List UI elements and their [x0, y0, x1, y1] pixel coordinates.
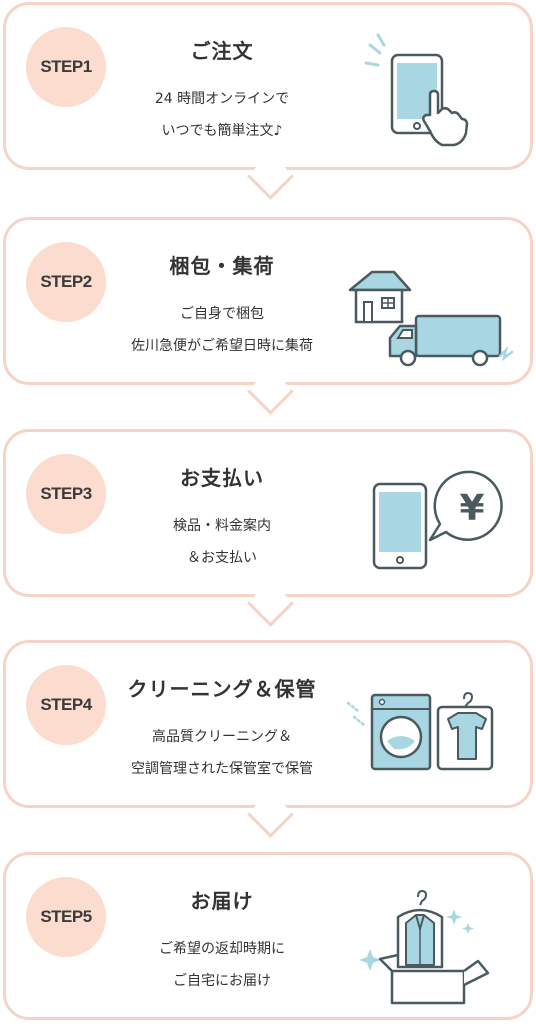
- step-description: 高品質クリーニング＆ 空調管理された保管室で保管: [86, 721, 358, 785]
- delivery-box-icon: [346, 867, 514, 1005]
- step-badge: STEP3: [26, 454, 106, 534]
- step-card-3: STEP3 お支払い 検品・料金案内 ＆お支払い ¥: [3, 429, 533, 597]
- washer-storage-icon: [346, 655, 514, 793]
- step-title: ご注文: [190, 39, 254, 63]
- step-title: クリーニング＆保管: [127, 677, 317, 701]
- step-description-line: 24 時間オンラインで: [154, 91, 290, 107]
- step-badge: STEP2: [26, 242, 106, 322]
- step-card-5: STEP5 お届け ご希望の返却時期に ご自宅にお届け: [3, 852, 533, 1020]
- step-title: 梱包・集荷: [169, 254, 275, 278]
- step-description: ご自身で梱包 佐川急便がご希望日時に集荷: [86, 298, 358, 362]
- step-description-line: ご自身で梱包: [180, 306, 264, 322]
- step-card-1: STEP1 ご注文 24 時間オンラインで いつでも簡単注文♪: [3, 2, 533, 170]
- step-title: お支払い: [180, 466, 264, 490]
- step-badge: STEP4: [26, 665, 106, 745]
- house-truck-icon: [346, 232, 514, 370]
- step-description-line: ご希望の返却時期に: [159, 941, 285, 957]
- svg-text:¥: ¥: [459, 488, 484, 529]
- smartphone-tap-icon: [346, 17, 514, 155]
- step-badge: STEP1: [26, 27, 106, 107]
- step-description-line: ＆お支払い: [187, 550, 257, 566]
- step-description-line: 空調管理された保管室で保管: [131, 761, 313, 777]
- step-description-line: 佐川急便がご希望日時に集荷: [131, 338, 313, 354]
- step-description: 24 時間オンラインで いつでも簡単注文♪: [86, 83, 358, 147]
- step-card-2: STEP2 梱包・集荷 ご自身で梱包 佐川急便がご希望日時に集荷: [3, 217, 533, 385]
- step-description-line: 高品質クリーニング＆: [152, 729, 292, 745]
- step-description-line: ご自宅にお届け: [173, 973, 271, 989]
- step-description-line: いつでも簡単注文♪: [161, 123, 283, 139]
- step-title: お届け: [190, 889, 254, 913]
- step-description: ご希望の返却時期に ご自宅にお届け: [86, 933, 358, 997]
- step-card-4: STEP4 クリーニング＆保管 高品質クリーニング＆ 空調管理された保管室で保管: [3, 640, 533, 808]
- phone-yen-icon: ¥: [346, 444, 514, 582]
- step-badge: STEP5: [26, 877, 106, 957]
- step-description-line: 検品・料金案内: [173, 518, 271, 534]
- step-description: 検品・料金案内 ＆お支払い: [86, 510, 358, 574]
